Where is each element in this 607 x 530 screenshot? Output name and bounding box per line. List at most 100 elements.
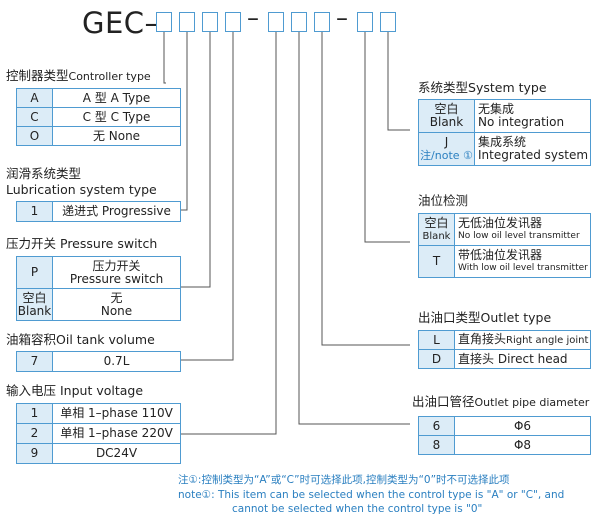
pressure-switch-title: 压力开关 Pressure switch: [6, 236, 158, 251]
table-row: J 注/note ① 集成系统 Integrated system: [418, 132, 591, 166]
option-desc-cn: 无: [110, 290, 123, 305]
note-line-en-2: cannot be selected when the control type…: [232, 503, 483, 515]
model-code-prefix: GEC–: [82, 6, 160, 40]
option-desc-en: No low oil level transmitter: [458, 230, 580, 241]
option-desc-cn: 压力开关: [92, 258, 141, 273]
code-dash-2: –: [336, 4, 348, 32]
option-code-en: Blank: [17, 303, 52, 318]
code-box-8: [357, 12, 373, 32]
option-code: 7: [16, 351, 53, 372]
option-desc-en: None: [100, 303, 133, 318]
option-desc-cn: 无低油位发讯器: [458, 215, 543, 230]
table-row: 2 单相 1–phase 220V: [16, 423, 181, 444]
table-row: 空白 Blank 无 None: [16, 288, 181, 321]
option-code: 空白 Blank: [418, 213, 455, 246]
table-row: 1 单相 1–phase 110V: [16, 403, 181, 424]
option-code: L: [418, 330, 455, 350]
input-voltage-table: 1 单相 1–phase 110V 2 单相 1–phase 220V 9 DC…: [16, 403, 181, 464]
pressure-switch-table: P 压力开关 Pressure switch 空白 Blank 无 None: [16, 256, 181, 321]
table-row: 6 Φ6: [418, 416, 591, 436]
option-code: 空白 Blank: [16, 288, 53, 321]
option-desc: Φ8: [454, 435, 591, 455]
option-desc: C 型 C Type: [52, 107, 181, 127]
option-code-cn: 空白: [22, 290, 47, 305]
option-desc-en: With low oil level transmitter: [458, 262, 588, 273]
table-row: P 压力开关 Pressure switch: [16, 256, 181, 289]
option-desc: 单相 1–phase 220V: [52, 423, 181, 444]
note-line-en-1: note①: This item can be selected when th…: [178, 489, 565, 501]
option-code: 8: [418, 435, 455, 455]
input-voltage-title: 输入电压 Input voltage: [6, 383, 144, 398]
lubrication-title: 润滑系统类型: [6, 166, 82, 181]
option-desc: DC24V: [52, 443, 181, 464]
option-desc: 直角接头Right angle joint: [454, 330, 591, 350]
option-desc-cn: 直接头: [458, 351, 495, 366]
option-code: A: [16, 88, 53, 108]
code-box-6: [291, 12, 307, 32]
option-desc: 0.7L: [52, 351, 181, 372]
option-desc-en: Pressure switch: [69, 271, 164, 286]
option-code: 9: [16, 443, 53, 464]
option-desc: 带低油位发讯器 With low oil level transmitter: [454, 245, 591, 278]
option-code: T: [418, 245, 455, 278]
controller-type-table: A A 型 A Type C C 型 C Type O 无 None: [16, 88, 181, 146]
code-dash-1: –: [247, 4, 259, 32]
code-box-1: [156, 12, 172, 32]
code-box-5: [268, 12, 284, 32]
outlet-type-table: L 直角接头Right angle joint D 直接头 Direct hea…: [418, 330, 591, 369]
option-code: 1: [16, 201, 53, 222]
option-code-cn: J: [444, 135, 449, 149]
option-desc-cn: 集成系统: [478, 135, 527, 149]
option-code: P: [16, 256, 53, 289]
outlet-diameter-table: 6 Φ6 8 Φ8: [418, 416, 591, 455]
option-desc: Φ6: [454, 416, 591, 436]
option-code-en: Blank: [429, 115, 464, 129]
option-code: 1: [16, 403, 53, 424]
option-code-cn: 空白: [424, 215, 449, 230]
option-desc-cn: 带低油位发讯器: [458, 247, 543, 262]
table-row: 空白 Blank 无集成 No integration: [418, 99, 591, 133]
lubrication-table: 1 递进式 Progressive: [16, 201, 181, 222]
table-row: 8 Φ8: [418, 435, 591, 455]
code-box-9: [380, 12, 396, 32]
option-desc: 压力开关 Pressure switch: [52, 256, 181, 289]
oil-level-table: 空白 Blank 无低油位发讯器 No low oil level transm…: [418, 213, 591, 278]
table-row: 1 递进式 Progressive: [16, 201, 181, 222]
table-row: 7 0.7L: [16, 351, 181, 372]
controller-type-title: 控制器类型Controller type: [6, 68, 151, 83]
code-box-2: [179, 12, 195, 32]
note-reference: 注/note ①: [420, 149, 473, 162]
option-desc: 集成系统 Integrated system: [474, 132, 591, 166]
oil-tank-title: 油箱容积Oil tank volume: [6, 332, 155, 347]
option-desc: 单相 1–phase 110V: [52, 403, 181, 424]
table-row: L 直角接头Right angle joint: [418, 330, 591, 350]
code-box-4: [225, 12, 241, 32]
option-code: J 注/note ①: [418, 132, 475, 166]
table-row: T 带低油位发讯器 With low oil level transmitter: [418, 245, 591, 278]
option-desc: 无低油位发讯器 No low oil level transmitter: [454, 213, 591, 246]
lubrication-title-en: Lubrication system type: [6, 182, 157, 197]
option-desc: 无 None: [52, 288, 181, 321]
system-type-table: 空白 Blank 无集成 No integration J 注/note ① 集…: [418, 99, 591, 166]
system-type-title: 系统类型System type: [418, 80, 547, 95]
option-desc: A 型 A Type: [52, 88, 181, 108]
option-desc-en: Right angle joint: [506, 335, 589, 346]
option-code-en: Blank: [422, 230, 451, 242]
option-desc-cn: 直角接头: [458, 332, 507, 346]
option-code: C: [16, 107, 53, 127]
option-desc: 无集成 No integration: [474, 99, 591, 133]
table-row: 9 DC24V: [16, 443, 181, 464]
code-box-3: [202, 12, 218, 32]
option-code: 6: [418, 416, 455, 436]
table-row: 空白 Blank 无低油位发讯器 No low oil level transm…: [418, 213, 591, 246]
option-desc-en: Integrated system: [478, 148, 589, 162]
oil-tank-table: 7 0.7L: [16, 351, 181, 372]
option-desc-cn: 无集成: [478, 102, 515, 116]
option-code-cn: 空白: [434, 102, 459, 116]
note-line-cn: 注①:控制类型为“A”或“C”时可选择此项,控制类型为“0”时不可选择此项: [178, 474, 510, 486]
oil-level-title: 油位检测: [418, 193, 469, 208]
option-desc: 递进式 Progressive: [52, 201, 181, 222]
table-row: A A 型 A Type: [16, 88, 181, 108]
option-desc: 无 None: [52, 126, 181, 146]
outlet-type-title: 出油口类型Outlet type: [418, 310, 552, 325]
